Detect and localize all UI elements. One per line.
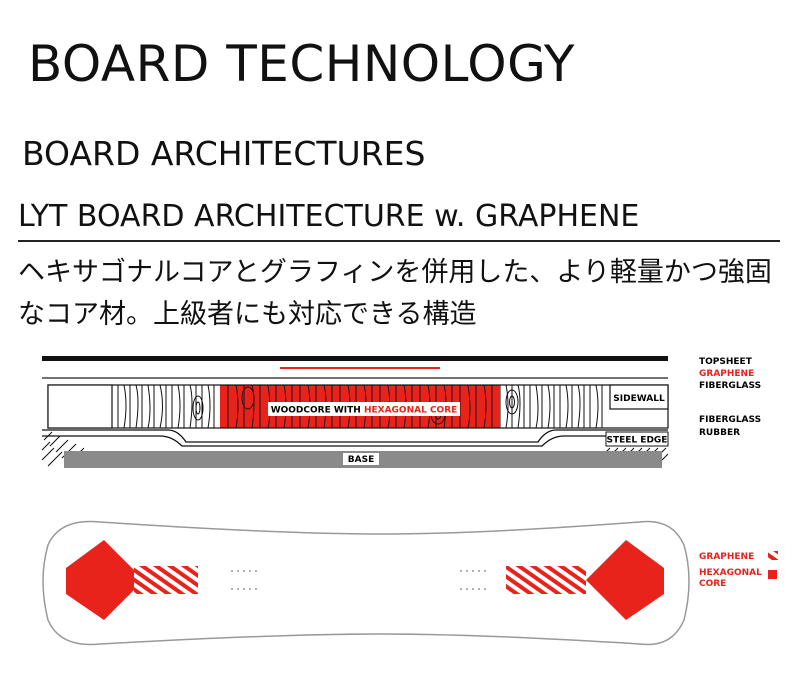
board-legend: GRAPHENE HEXAGONAL CORE <box>699 551 778 589</box>
board-outline <box>42 520 690 646</box>
legend-hex-label-line1: HEXAGONAL <box>699 568 762 578</box>
rubber-layer <box>42 435 668 447</box>
binding-inserts <box>231 570 486 590</box>
left-sidewall <box>47 384 113 429</box>
topsheet-label: TOPSHEET <box>699 357 753 367</box>
woodcore-label: WOODCORE WITH HEXAGONAL CORE <box>271 406 458 416</box>
base-label: BASE <box>348 455 374 465</box>
board-top-view <box>42 520 690 646</box>
cross-section: SIDEWALL WOODCORE WITH HEXAGONAL CORE ST… <box>41 356 669 468</box>
right-hexagonal-core <box>586 540 664 620</box>
woodcore-label-box <box>268 402 460 416</box>
right-sidewall <box>609 384 669 410</box>
fiberglass-top-label: FIBERGLASS <box>699 381 761 391</box>
left-graphene-strip <box>134 566 198 594</box>
right-graphene-strip <box>506 566 586 594</box>
architecture-title: LYT BOARD ARCHITECTURE w. GRAPHENE <box>18 199 640 234</box>
layer-legend: TOPSHEET GRAPHENE FIBERGLASS FIBERGLASS … <box>699 357 761 438</box>
legend-hex-label-line2: CORE <box>699 579 726 589</box>
graphene-label: GRAPHENE <box>699 369 754 379</box>
legend-graphene-label: GRAPHENE <box>699 552 754 562</box>
steel-edge-box <box>605 431 669 447</box>
section-title: BOARD ARCHITECTURES <box>22 134 426 173</box>
sidewall-label: SIDEWALL <box>613 394 665 404</box>
fiberglass-bottom-label: FIBERGLASS <box>699 415 761 425</box>
steel-edge-label: STEEL EDGE <box>607 436 668 446</box>
base-label-box <box>343 453 379 465</box>
title-underline <box>18 240 780 242</box>
fiberglass-bottom-layer <box>42 429 668 443</box>
left-hexagonal-core <box>66 540 144 620</box>
rubber-label: RUBBER <box>699 428 740 438</box>
legend-hex-swatch <box>768 570 777 579</box>
page-title: BOARD TECHNOLOGY <box>28 35 575 93</box>
topsheet-layer <box>42 356 668 361</box>
architecture-description: ヘキサゴナルコアとグラフィンを併用した、より軽量かつ強固なコア材。上級者にも対応… <box>18 257 772 330</box>
graphene-layer <box>280 367 440 369</box>
legend-graphene-swatch <box>768 551 778 560</box>
